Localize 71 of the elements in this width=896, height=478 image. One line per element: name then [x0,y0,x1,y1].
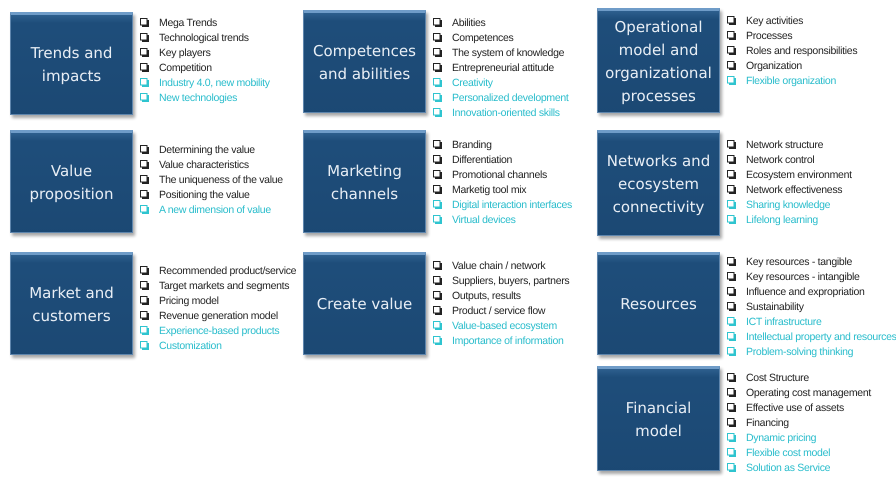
list-item: Competition [159,62,212,74]
list-item: Effective use of assets [746,402,844,414]
list-item: Financing [746,416,789,428]
list-item: Branding [452,138,492,150]
list-item: Product / service flow [452,304,546,316]
list-item: Value-based ecosystem [452,320,557,332]
list-item: Lifelong learning [746,214,818,226]
list-item: Problem-solving thinking [746,346,854,358]
list-item: Outputs, results [452,290,521,302]
list-item: Network control [746,154,814,166]
list-item: Suppliers, buyers, partners [452,274,570,286]
list-item: Industry 4.0, new mobility [159,76,270,88]
list-item: Customization [159,340,222,352]
list-item: Key activities [746,14,804,26]
list-item: Influence and expropriation [746,286,865,298]
box-title: Networks and ecosystem connectivity [606,150,712,218]
list-item: New technologies [159,92,238,104]
list-item: Competences [452,32,514,44]
list-item: Recommended product/service [159,264,296,276]
list-item: Pricing model [159,294,219,306]
list-item: Key resources - tangible [746,256,852,268]
list-item: Abilities [452,16,486,28]
list-item: Target markets and segments [159,280,290,292]
box-title: Competences and abilities [312,40,417,84]
list-item: Importance of information [452,334,564,346]
list-item: Digital interaction interfaces [452,198,572,210]
list-item: Differentiation [452,154,512,166]
list-item: Dynamic pricing [746,432,816,444]
box-title: Financial model [624,398,692,442]
list-item: Key resources - intangible [746,270,860,282]
list-item: Operating cost management [746,386,871,398]
box-title: Create value [316,294,414,315]
list-item: Flexible organization [746,74,836,86]
list-item: Creativity [452,76,493,88]
list-item: Innovation-oriented skills [452,106,560,118]
list-item: Ecosystem environment [746,168,852,180]
list-item: Experience-based products [159,324,280,336]
list-item: Entrepreneurial attitude [452,62,554,74]
list-item: Sustainability [746,300,804,312]
list-item: The system of knowledge [452,46,564,58]
list-item: Marketig tool mix [452,184,526,196]
list-item: Intellectual property and resources [746,330,896,342]
box-title: Value proposition [28,160,114,204]
list-item: ICT infrastructure [746,316,822,328]
list-item: Mega Trends [159,16,217,28]
list-item: Value characteristics [159,158,249,170]
list-item: Solution as Service [746,462,830,474]
list-item: Technological trends [159,32,249,44]
list-item: Sharing knowledge [746,198,830,210]
list-item: Revenue generation model [159,310,278,322]
list-item: Network effectiveness [746,184,842,196]
list-item: Personalized development [452,92,569,104]
list-item: Determining the value [159,144,255,156]
list-item: Cost Structure [746,372,809,384]
list-item: Processes [746,30,792,42]
box-title: Trends and impacts [30,42,114,86]
list-item: The uniqueness of the value [159,174,283,186]
box-title: Operational model and organizational processes [604,16,713,106]
list-item: Roles and responsibilities [746,44,858,56]
list-item: Virtual devices [452,214,516,226]
box-title: Market and customers [28,282,115,326]
list-item: Positioning the value [159,188,250,200]
list-item: Network structure [746,138,824,150]
box-title: Resources [619,294,698,315]
box-title: Marketing channels [326,160,403,204]
list-item: Promotional channels [452,168,547,180]
list-item: Organization [746,60,802,72]
list-item: A new dimension of value [159,204,271,216]
list-item: Value chain / network [452,260,546,272]
list-item: Key players [159,46,211,58]
list-item: Flexible cost model [746,446,830,458]
